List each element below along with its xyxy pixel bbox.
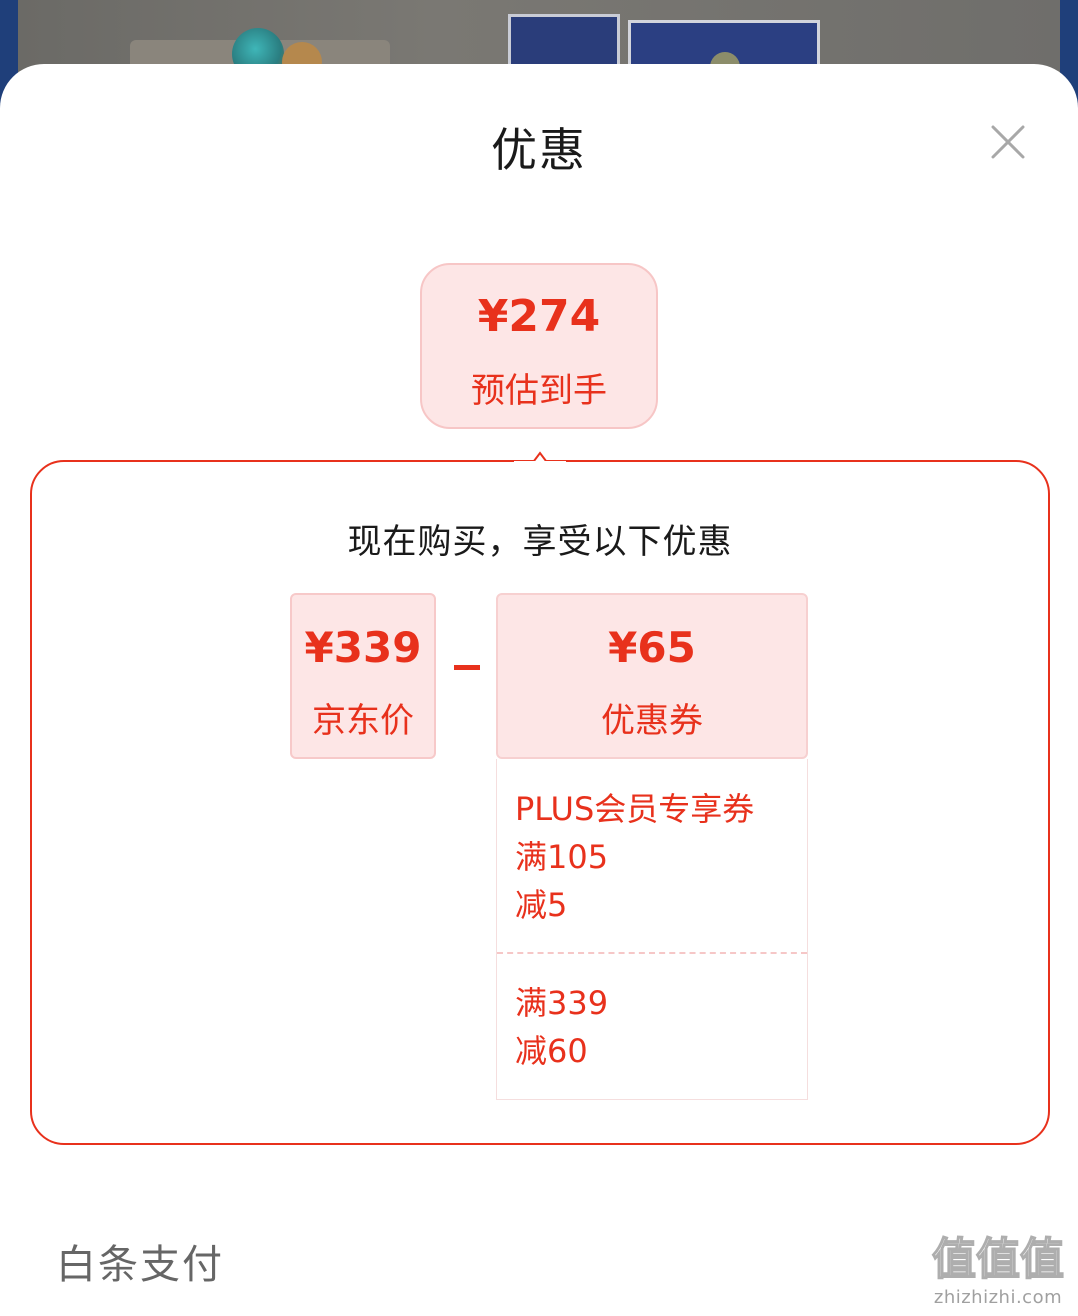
- coupon-total-value: ¥65: [608, 623, 696, 672]
- coupon-divider: [497, 952, 807, 954]
- discount-bottom-sheet: 优惠 ¥274 预估到手 现在购买，享受以下优惠 ¥339 京东价 ¥65 优惠…: [0, 64, 1078, 1316]
- jd-price-value: ¥339: [304, 623, 422, 672]
- discount-details-box: 现在购买，享受以下优惠 ¥339 京东价 ¥65 优惠券 PLUS会员专享券 满…: [30, 460, 1050, 1145]
- coupon-item-name: PLUS会员专享券: [515, 790, 755, 828]
- watermark-glyphs: 值值值: [931, 1233, 1065, 1286]
- details-heading: 现在购买，享受以下优惠: [347, 522, 733, 562]
- watermark-logo: 值值值 zhizhizhi.com: [926, 1232, 1070, 1312]
- coupon-item-discount: 减5: [515, 886, 568, 924]
- coupon-item-discount: 减60: [515, 1032, 588, 1070]
- watermark-domain: zhizhizhi.com: [933, 1287, 1063, 1308]
- estimated-price: ¥274: [477, 291, 601, 342]
- coupon-list: PLUS会员专享券 满105 减5 满339 减60: [496, 759, 808, 1100]
- estimated-price-label: 预估到手: [471, 371, 607, 411]
- coupon-item: 满339 减60: [515, 979, 799, 1075]
- jd-price-card: ¥339 京东价: [290, 593, 436, 759]
- sheet-title: 优惠: [491, 123, 587, 177]
- close-button[interactable]: [986, 120, 1030, 164]
- jd-price-label: 京东价: [312, 701, 414, 741]
- bubble-pointer-notch: [514, 451, 566, 462]
- estimated-price-bubble: ¥274 预估到手: [420, 263, 658, 429]
- close-icon: [991, 125, 1025, 159]
- coupon-item-condition: 满105: [515, 838, 609, 876]
- minus-icon: [454, 665, 480, 670]
- coupon-item: PLUS会员专享券 满105 减5: [515, 785, 799, 929]
- coupon-item-condition: 满339: [515, 984, 609, 1022]
- next-section-heading: 白条支付: [56, 1242, 224, 1288]
- coupon-total-card: ¥65 优惠券: [496, 593, 808, 759]
- coupon-total-label: 优惠券: [601, 701, 703, 741]
